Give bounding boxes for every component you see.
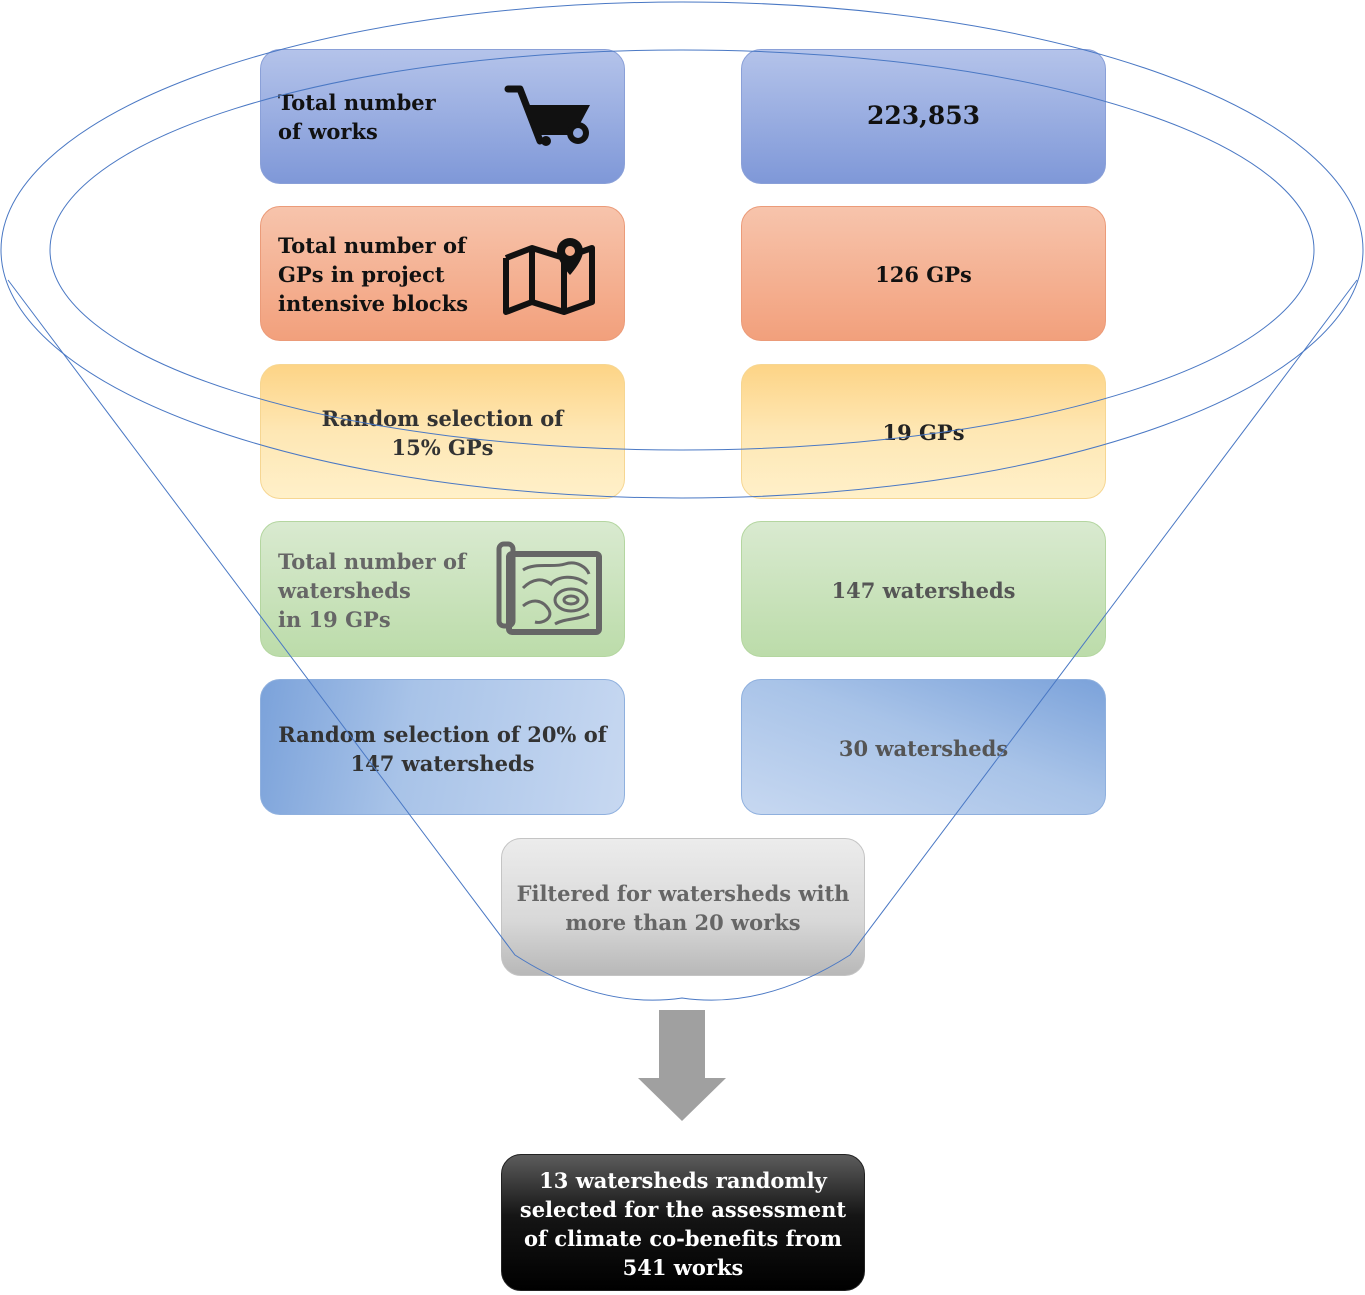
random-gps-label: Random selection of 15% GPs <box>321 406 564 460</box>
random-watersheds-label: Random selection of 20% of 147 watershed… <box>278 722 607 776</box>
watersheds-label-box: Total number of watersheds in 19 GPs <box>260 521 625 657</box>
random-watersheds-value-box: 30 watersheds <box>741 679 1106 815</box>
filter-box: Filtered for watersheds with more than 2… <box>501 838 865 976</box>
watersheds-value-box: 147 watersheds <box>741 521 1106 657</box>
gps-label-box: Total number of GPs in project intensive… <box>260 206 625 341</box>
down-arrow-icon <box>638 1010 726 1121</box>
works-label: Total number of works <box>278 90 436 144</box>
watersheds-label: Total number of watersheds in 19 GPs <box>278 549 467 632</box>
watersheds-value: 147 watersheds <box>831 578 1016 603</box>
contour-map-icon <box>496 541 602 635</box>
works-value-box: 223,853 <box>741 49 1106 184</box>
gps-label: Total number of GPs in project intensive… <box>278 233 469 316</box>
wheelbarrow-icon <box>504 85 590 146</box>
map-pin-icon <box>503 238 595 315</box>
works-value: 223,853 <box>866 101 981 130</box>
random-gps-label-box: Random selection of 15% GPs <box>260 364 625 499</box>
filter-text: Filtered for watersheds with more than 2… <box>516 881 850 935</box>
works-label-box: Total number of works <box>260 49 625 184</box>
random-gps-value: 19 GPs <box>882 420 965 445</box>
random-watersheds-value: 30 watersheds <box>838 736 1009 761</box>
result-text: 13 watersheds randomly selected for the … <box>519 1168 847 1280</box>
random-gps-value-box: 19 GPs <box>741 364 1106 499</box>
result-box: 13 watersheds randomly selected for the … <box>501 1154 865 1291</box>
random-watersheds-label-box: Random selection of 20% of 147 watershed… <box>260 679 625 815</box>
gps-value: 126 GPs <box>875 262 972 287</box>
gps-value-box: 126 GPs <box>741 206 1106 341</box>
